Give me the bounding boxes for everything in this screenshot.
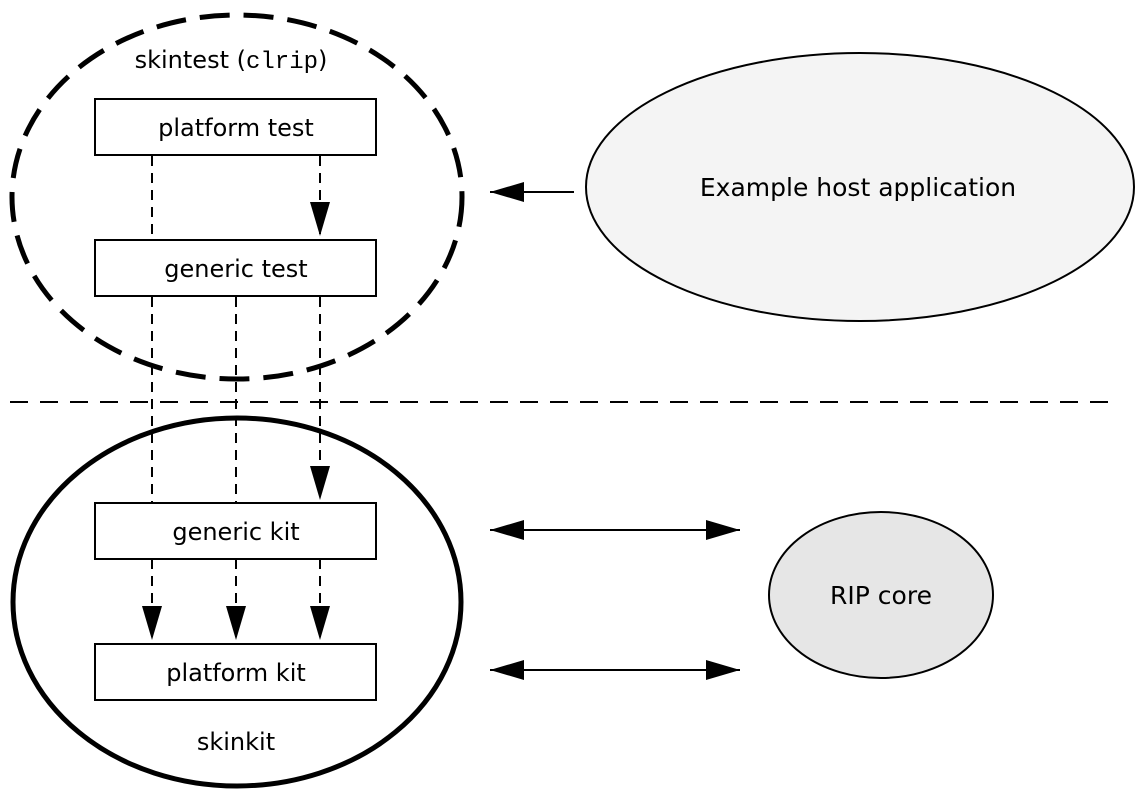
platform-test-box [94,98,377,156]
skinkit-label: skinkit [197,728,275,756]
skintest-code: clrip [246,49,318,76]
skintest-label: skintest (clrip) [135,46,328,76]
skintest-boundary [9,12,465,382]
host-application-label: Example host application [700,173,1016,202]
platform-kit-box [94,643,377,701]
platform-test-label: platform test [158,114,314,142]
rip-core-label: RIP core [830,581,932,610]
generic-kit-label: generic kit [172,518,299,546]
generic-test-box [94,239,377,297]
generic-kit-box [94,502,377,560]
platform-kit-label: platform kit [166,659,306,687]
generic-test-label: generic test [164,255,307,283]
host-application-ellipse [585,52,1135,322]
rip-core-ellipse [768,511,994,679]
